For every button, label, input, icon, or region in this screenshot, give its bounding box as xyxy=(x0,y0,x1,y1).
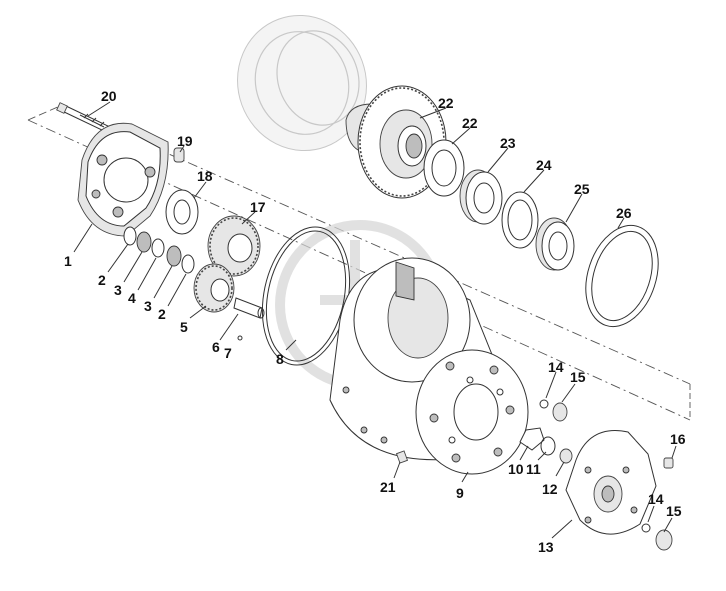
part-14-15-plug-upper xyxy=(539,399,568,422)
label-5: 5 xyxy=(180,319,188,335)
part-13-cover xyxy=(565,430,657,535)
part-26-seal xyxy=(585,224,659,328)
label-13: 13 xyxy=(538,539,554,555)
label-14b: 14 xyxy=(648,491,664,507)
part-1-carrier xyxy=(77,122,169,237)
label-17: 17 xyxy=(250,199,266,215)
part-18-washer xyxy=(165,189,199,235)
label-16: 16 xyxy=(670,431,686,447)
label-4: 4 xyxy=(128,290,136,306)
label-22b: 22 xyxy=(462,115,478,131)
small-bearings xyxy=(123,226,195,274)
part-6-shaft xyxy=(233,297,265,341)
label-3a: 3 xyxy=(114,282,122,298)
part-labels: 20 19 18 17 1 2 3 4 3 2 5 6 7 8 22 22 23… xyxy=(64,88,686,555)
part-21-screw xyxy=(395,450,409,464)
part-16-screw xyxy=(663,457,674,469)
label-1: 1 xyxy=(64,253,72,269)
part-19-pin xyxy=(173,147,185,163)
label-20: 20 xyxy=(101,88,117,104)
label-24: 24 xyxy=(536,157,552,173)
label-26: 26 xyxy=(616,205,632,221)
part-14-15-plug-lower xyxy=(641,523,673,551)
part-17-gear xyxy=(207,215,261,277)
part-22-sun-gear xyxy=(345,85,447,199)
part-25-nut xyxy=(535,217,575,271)
ring-gear-ghost xyxy=(237,14,367,152)
part-23-bearing xyxy=(459,169,503,225)
label-12: 12 xyxy=(542,481,558,497)
label-23: 23 xyxy=(500,135,516,151)
label-21: 21 xyxy=(380,479,396,495)
label-15b: 15 xyxy=(666,503,682,519)
label-7: 7 xyxy=(224,345,232,361)
part-9-housing xyxy=(329,257,529,475)
label-18: 18 xyxy=(197,168,213,184)
label-15a: 15 xyxy=(570,369,586,385)
label-22a: 22 xyxy=(438,95,454,111)
label-3b: 3 xyxy=(144,298,152,314)
part-22-washer xyxy=(423,139,465,197)
label-2b: 2 xyxy=(158,306,166,322)
label-8: 8 xyxy=(276,351,284,367)
label-10: 10 xyxy=(508,461,524,477)
label-6: 6 xyxy=(212,339,220,355)
part-10-11-12 xyxy=(519,427,573,464)
part-24-lockwasher xyxy=(501,191,539,249)
part-20-bolt xyxy=(56,102,109,132)
label-11: 11 xyxy=(526,461,541,477)
label-25: 25 xyxy=(574,181,590,197)
label-2a: 2 xyxy=(98,272,106,288)
label-9: 9 xyxy=(456,485,464,501)
label-19: 19 xyxy=(177,133,193,149)
label-14a: 14 xyxy=(548,359,564,375)
part-5-gear xyxy=(193,263,235,313)
leader-lines xyxy=(73,101,677,539)
